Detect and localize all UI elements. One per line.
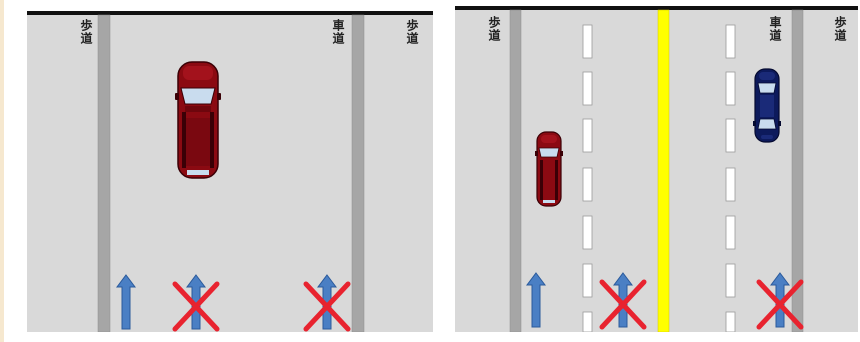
page-edge-strip [0, 0, 4, 342]
red-car [175, 62, 221, 178]
diagram-right-svg [455, 6, 858, 332]
top-border [455, 6, 858, 10]
diagram-left [27, 11, 433, 332]
label-sidewalk-right: 歩道 [405, 19, 418, 45]
road-surface [27, 11, 433, 332]
curb-left [98, 15, 110, 332]
diagram-left-svg [27, 11, 433, 332]
curb-right [352, 15, 364, 332]
label-sidewalk-left: 歩道 [487, 16, 500, 42]
center-line-yellow [658, 10, 669, 332]
label-roadway: 車道 [768, 16, 781, 42]
curb-left [510, 10, 521, 332]
label-roadway: 車道 [331, 19, 344, 45]
label-sidewalk-left: 歩道 [79, 19, 92, 45]
label-sidewalk-right: 歩道 [833, 16, 846, 42]
navy-car [753, 69, 781, 142]
diagram-right [455, 6, 858, 332]
red-car [535, 132, 563, 206]
top-border [27, 11, 433, 15]
